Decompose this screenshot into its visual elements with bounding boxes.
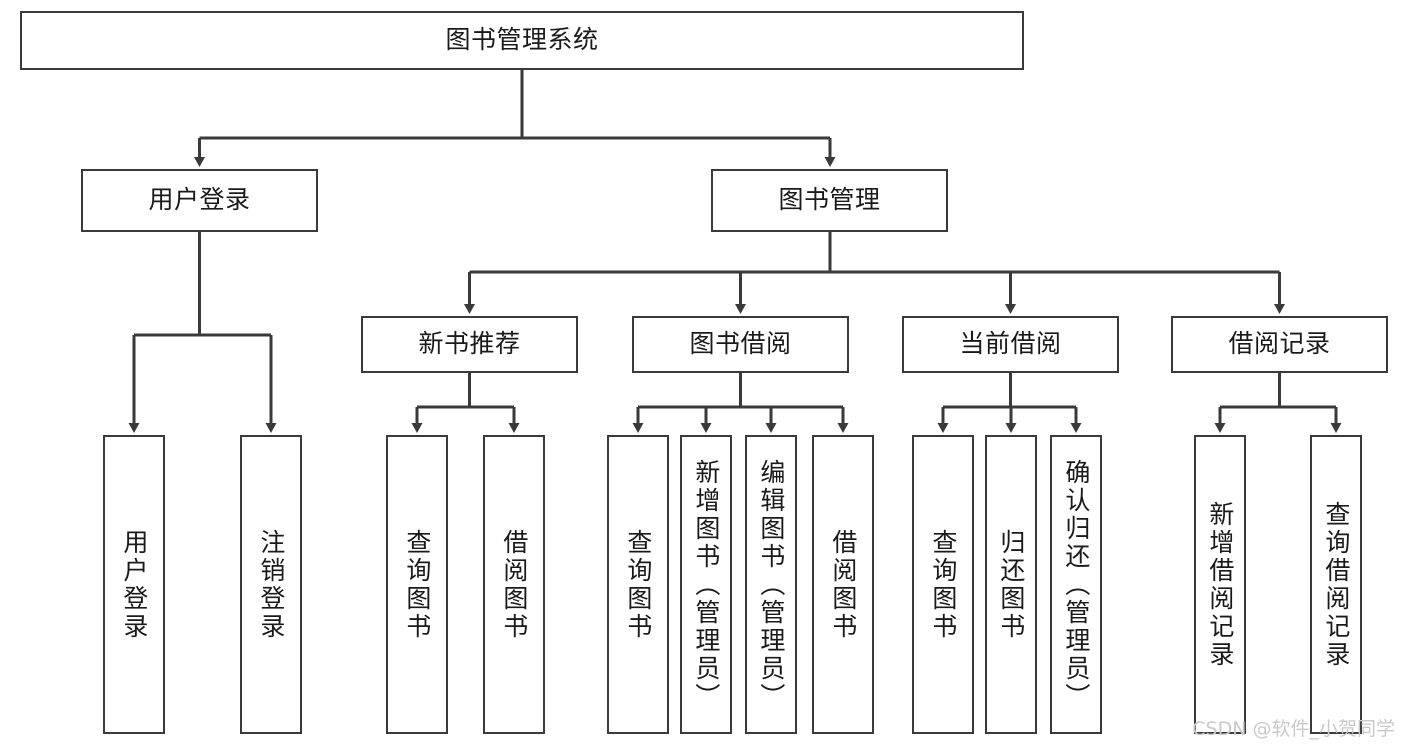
node-leaf-return-book-label: 归还图书 bbox=[996, 528, 1026, 641]
node-leaf-query-book-borrow-label: 查询图书 bbox=[623, 528, 653, 641]
node-leaf-edit-book-admin[interactable]: 编辑图书（管理员） bbox=[745, 435, 797, 734]
node-leaf-add-borrow-record-label: 新增借阅记录 bbox=[1205, 500, 1235, 669]
node-leaf-user-logout[interactable]: 注销登录 bbox=[240, 435, 302, 734]
node-current-borrow-label: 当前借阅 bbox=[959, 329, 1062, 359]
node-book-management[interactable]: 图书管理 bbox=[711, 169, 948, 232]
node-leaf-borrow-book-recommend[interactable]: 借阅图书 bbox=[483, 435, 545, 734]
node-user-login[interactable]: 用户登录 bbox=[81, 169, 318, 232]
node-new-book-recommend[interactable]: 新书推荐 bbox=[361, 316, 578, 373]
node-leaf-add-borrow-record[interactable]: 新增借阅记录 bbox=[1194, 435, 1246, 734]
node-leaf-confirm-return-admin[interactable]: 确认归还（管理员） bbox=[1050, 435, 1102, 734]
node-leaf-confirm-return-admin-label: 确认归还（管理员） bbox=[1061, 458, 1091, 711]
node-book-management-label: 图书管理 bbox=[778, 185, 881, 215]
node-leaf-user-login[interactable]: 用户登录 bbox=[103, 435, 165, 734]
node-root[interactable]: 图书管理系统 bbox=[20, 11, 1024, 70]
node-leaf-user-login-label: 用户登录 bbox=[119, 528, 149, 641]
node-current-borrow[interactable]: 当前借阅 bbox=[902, 316, 1119, 373]
node-leaf-add-book-admin-label: 新增图书（管理员） bbox=[691, 458, 721, 711]
node-leaf-query-book-current[interactable]: 查询图书 bbox=[912, 435, 974, 734]
node-leaf-query-borrow-record[interactable]: 查询借阅记录 bbox=[1310, 435, 1362, 734]
node-book-borrow-label: 图书借阅 bbox=[689, 329, 792, 359]
node-leaf-return-book[interactable]: 归还图书 bbox=[985, 435, 1037, 734]
node-leaf-borrow-book[interactable]: 借阅图书 bbox=[812, 435, 874, 734]
node-leaf-edit-book-admin-label: 编辑图书（管理员） bbox=[756, 458, 786, 711]
node-leaf-borrow-book-label: 借阅图书 bbox=[828, 528, 858, 641]
node-leaf-query-book-current-label: 查询图书 bbox=[928, 528, 958, 641]
node-root-label: 图书管理系统 bbox=[445, 25, 599, 55]
node-leaf-query-book-recommend-label: 查询图书 bbox=[402, 528, 432, 641]
node-new-book-recommend-label: 新书推荐 bbox=[418, 329, 521, 359]
node-leaf-query-borrow-record-label: 查询借阅记录 bbox=[1321, 500, 1351, 669]
node-borrow-record[interactable]: 借阅记录 bbox=[1171, 316, 1388, 373]
node-leaf-add-book-admin[interactable]: 新增图书（管理员） bbox=[680, 435, 732, 734]
node-leaf-user-logout-label: 注销登录 bbox=[256, 528, 286, 641]
node-book-borrow[interactable]: 图书借阅 bbox=[632, 316, 849, 373]
node-leaf-query-book-borrow[interactable]: 查询图书 bbox=[607, 435, 669, 734]
node-leaf-borrow-book-recommend-label: 借阅图书 bbox=[499, 528, 529, 641]
node-borrow-record-label: 借阅记录 bbox=[1228, 329, 1331, 359]
node-leaf-query-book-recommend[interactable]: 查询图书 bbox=[386, 435, 448, 734]
watermark-text: CSDN @软件_小贺同学 bbox=[1192, 718, 1395, 740]
node-user-login-label: 用户登录 bbox=[148, 185, 251, 215]
